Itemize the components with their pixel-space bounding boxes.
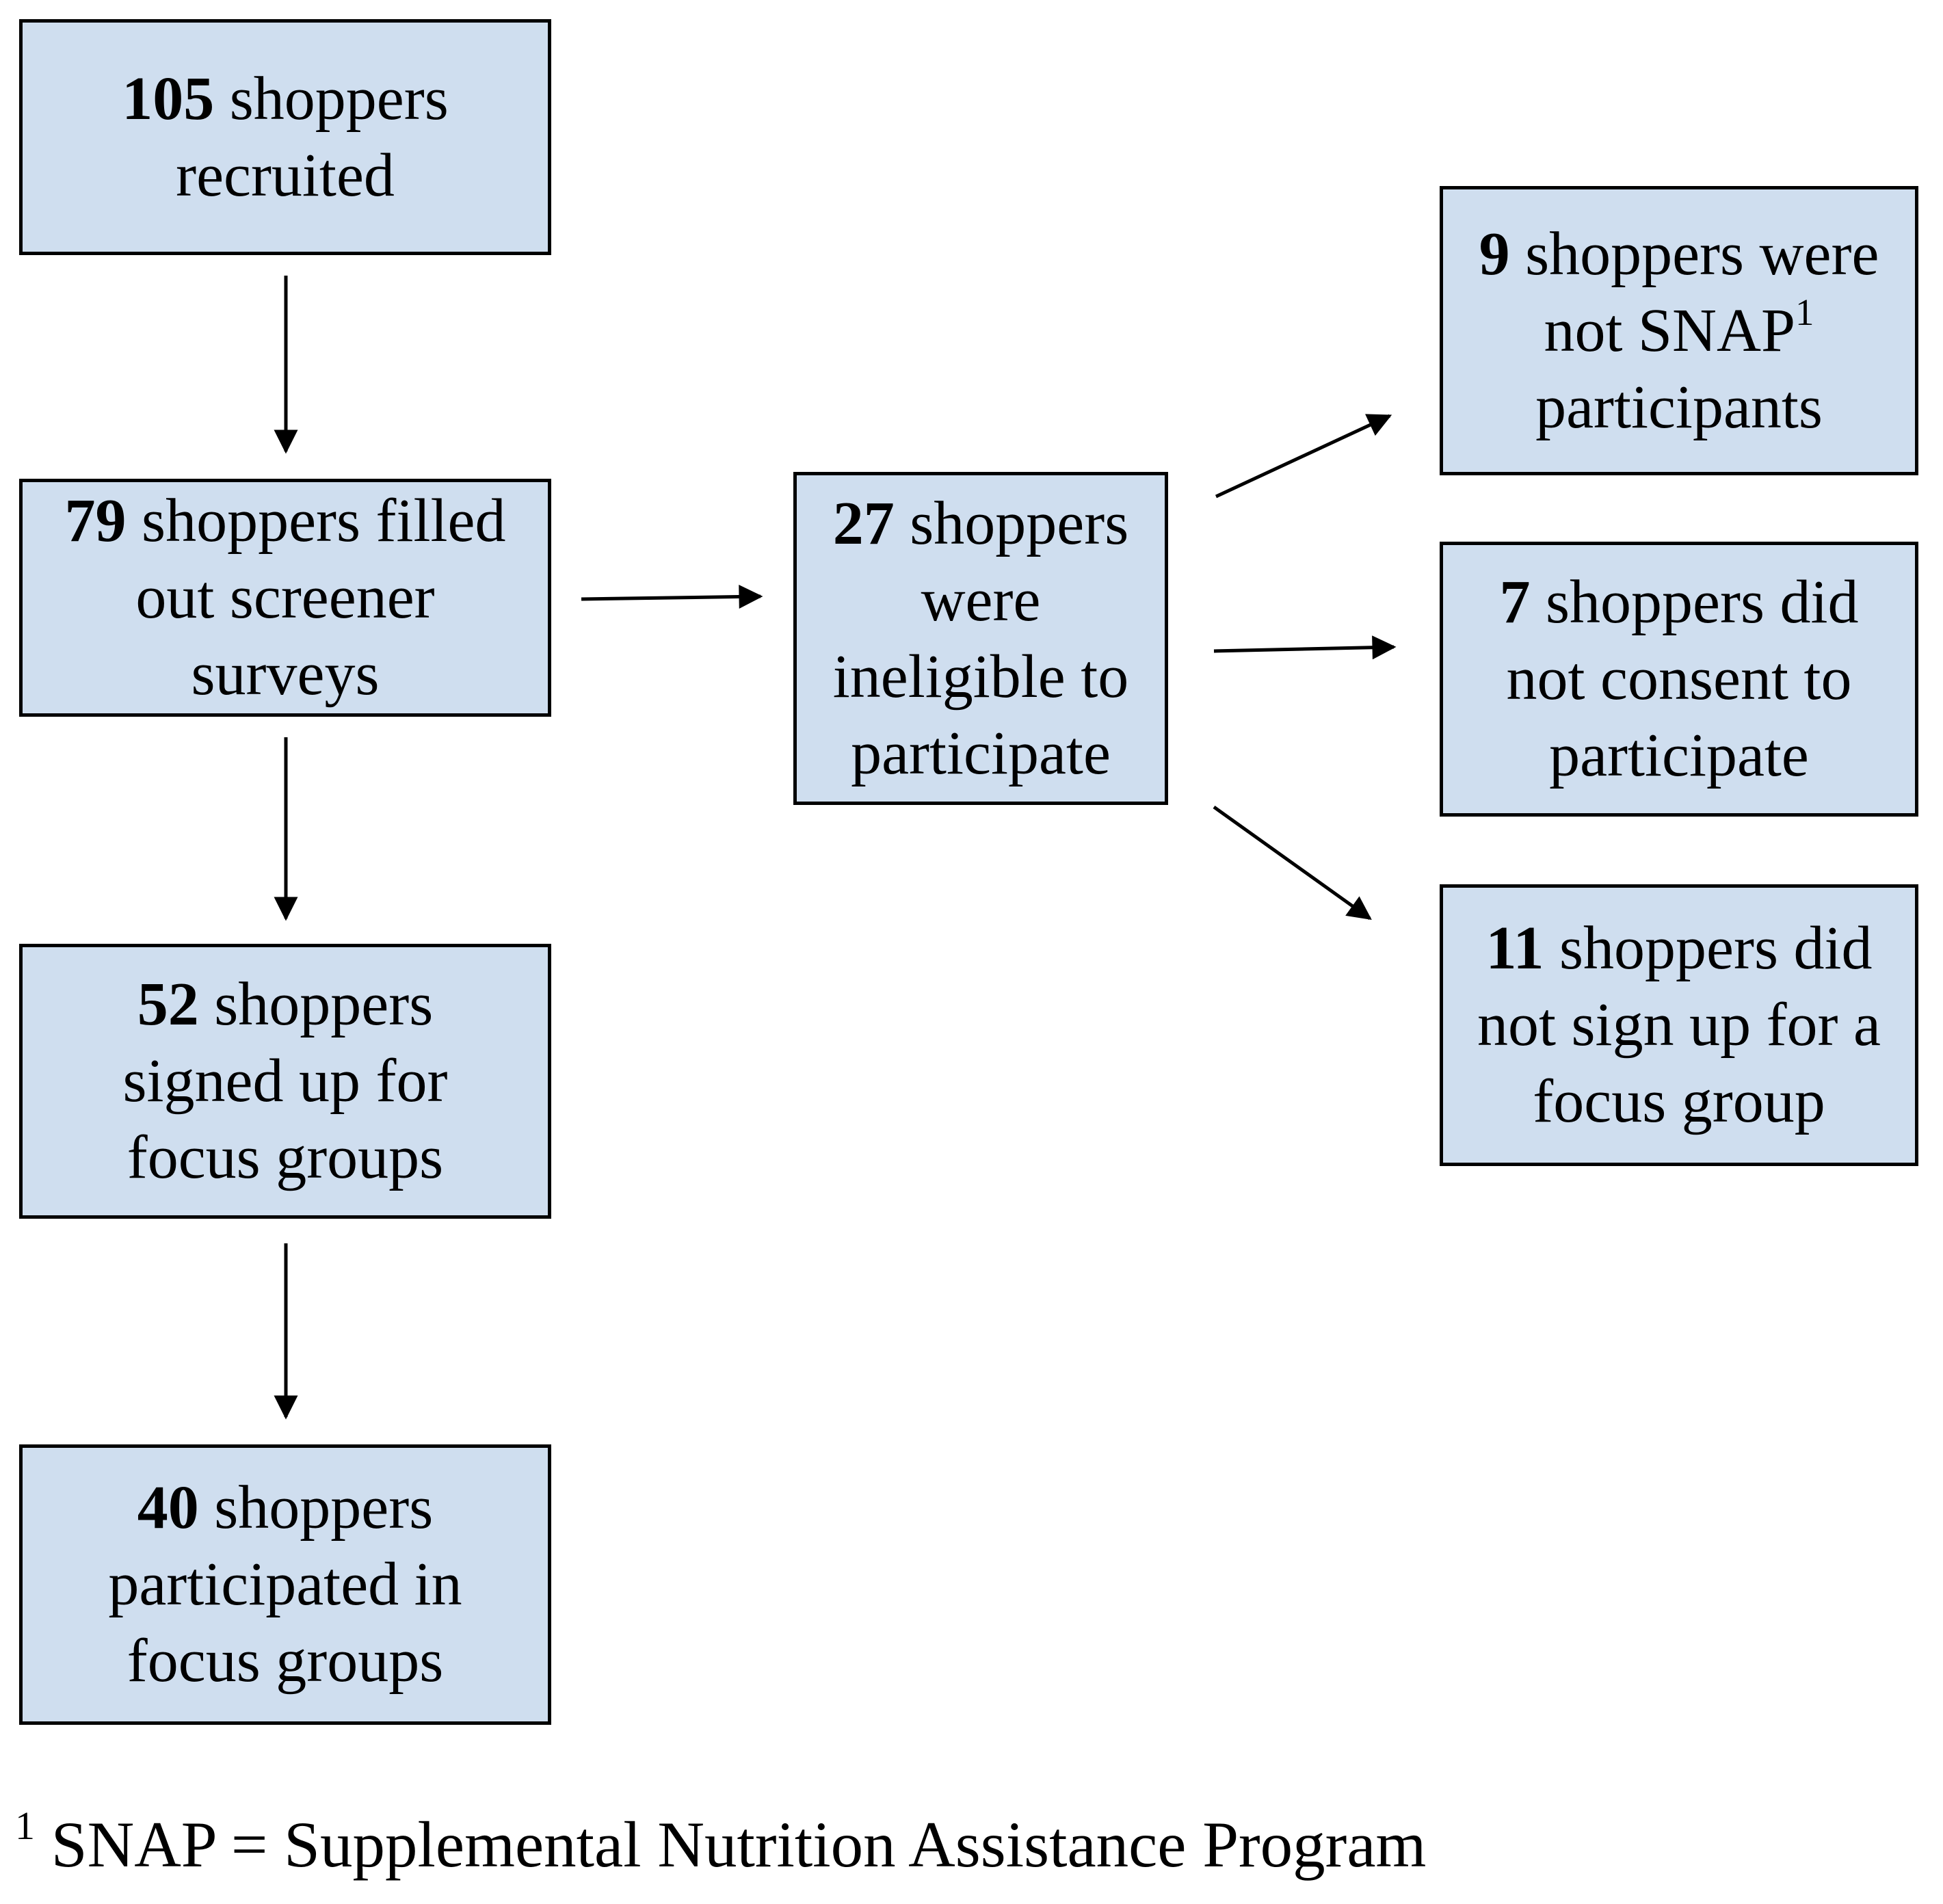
recruited-label: shoppers recruited [176,64,449,209]
flow-box-no-consent-text: 7 shoppers did not consent to participat… [1500,564,1859,794]
no-consent-label: shoppers did not consent to participate [1506,568,1859,789]
no-consent-count: 7 [1499,568,1531,636]
arrow-ineligible-to-notsnap [1215,414,1392,499]
flow-box-participated: 40 shoppers participated in focus groups [19,1444,551,1725]
no-signup-label: shoppers did not sign up for a focus gro… [1477,914,1881,1135]
footnote-marker: 1 [15,1803,35,1848]
screener-count: 79 [64,487,127,555]
flow-box-ineligible-text: 27 shoppers were ineligible to participa… [833,486,1128,792]
not-snap-count: 9 [1479,220,1510,288]
flow-box-signed-up: 52 shoppers signed up for focus groups [19,944,551,1219]
snap-footnote-marker: 1 [1795,291,1814,333]
arrow-ineligible-to-nosignup [1213,805,1372,921]
not-snap-label: shoppers were not SNAP [1525,220,1879,365]
ineligible-label: shoppers were ineligible to participate [832,489,1129,787]
participated-count: 40 [137,1474,199,1542]
flow-box-no-signup: 11 shoppers did not sign up for a focus … [1440,884,1918,1166]
flow-box-recruited-text: 105 shoppers recruited [122,61,448,214]
flow-box-screener-text: 79 shoppers filled out screener surveys [65,483,506,713]
arrow-ineligible-to-noconsent [1213,635,1397,660]
participated-label: shoppers participated in focus groups [108,1474,462,1695]
flow-box-participated-text: 40 shoppers participated in focus groups [108,1470,462,1700]
ineligible-count: 27 [832,489,895,557]
flow-box-no-signup-text: 11 shoppers did not sign up for a focus … [1477,910,1881,1140]
recruited-count: 105 [122,64,215,133]
flow-box-signed-up-text: 52 shoppers signed up for focus groups [123,966,448,1196]
flow-box-ineligible: 27 shoppers were ineligible to participa… [793,472,1168,805]
flow-box-screener: 79 shoppers filled out screener surveys [19,479,551,717]
signed-up-label: shoppers signed up for focus groups [122,970,448,1191]
signed-up-count: 52 [137,970,199,1038]
flow-box-recruited: 105 shoppers recruited [19,19,551,255]
flow-box-not-snap-text: 9 shoppers were not SNAP1 participants [1479,216,1879,446]
no-signup-count: 11 [1485,914,1544,982]
footnote-text: SNAP = Supplemental Nutrition Assistance… [35,1808,1427,1881]
not-snap-label-after: participants [1535,373,1823,441]
flow-box-not-snap: 9 shoppers were not SNAP1 participants [1440,186,1918,475]
snap-footnote: 1 SNAP = Supplemental Nutrition Assistan… [15,1804,1426,1885]
arrow-screener-to-ineligible [581,584,763,609]
screener-label: shoppers filled out screener surveys [135,487,506,708]
flow-box-no-consent: 7 shoppers did not consent to participat… [1440,542,1918,817]
